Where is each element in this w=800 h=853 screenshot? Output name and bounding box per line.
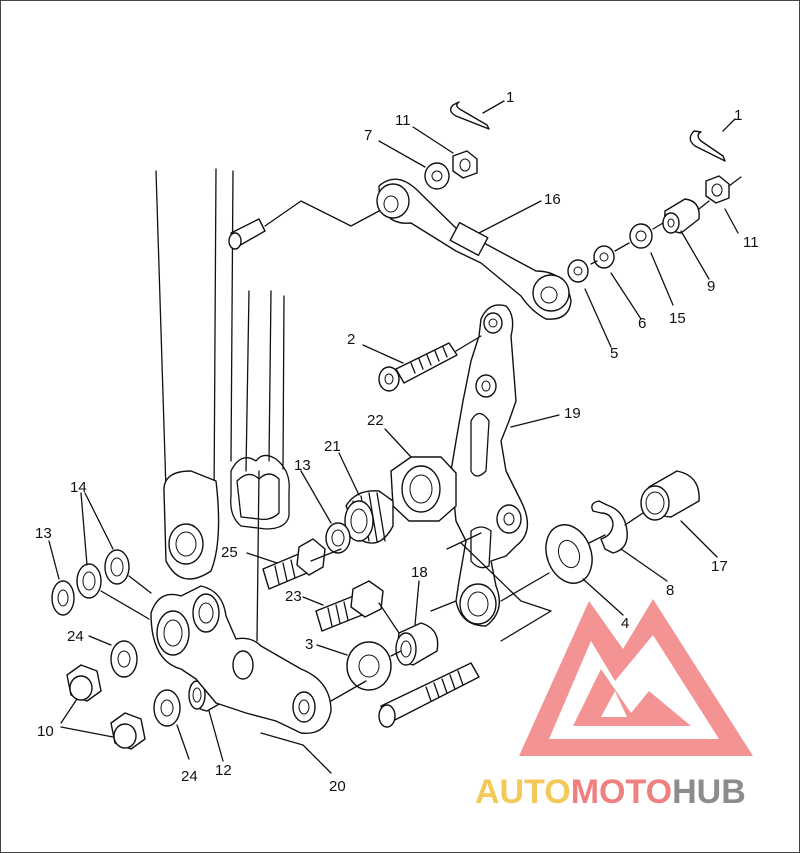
washer-13-center: [325, 522, 351, 554]
callout-21: 21: [324, 438, 341, 455]
washer-13-left: [51, 580, 75, 616]
callout-13-left: 13: [35, 525, 52, 542]
callout-8: 8: [666, 582, 674, 599]
callout-3: 3: [305, 636, 313, 653]
callout-4: 4: [621, 615, 629, 632]
castle-nut-9: [662, 198, 700, 234]
callout-labels: 1 1 7 11 16 11 9 15 6 5 2 19 22 21 13 14…: [35, 89, 759, 795]
callout-19: 19: [564, 405, 581, 422]
nut-11-right: [705, 175, 730, 204]
washer-3: [346, 641, 392, 691]
callout-6: 6: [638, 315, 646, 332]
cotter-pin-left: [449, 101, 490, 130]
jam-nut-22: [390, 456, 457, 522]
callout-11-right: 11: [743, 234, 759, 251]
spacer-18: [395, 622, 439, 666]
callout-24-lower: 24: [181, 768, 198, 785]
frame-rail: [155, 168, 290, 580]
callout-11-upper: 11: [395, 112, 411, 129]
bolt-25: [262, 538, 326, 590]
bushing-14a: [76, 563, 102, 599]
washer-6: [593, 245, 615, 269]
cotter-pin-right: [689, 130, 726, 162]
acorn-nut-10-lower: [110, 712, 146, 750]
callout-20: 20: [329, 778, 346, 795]
watermark-auto: AUTO: [475, 773, 571, 811]
long-bolt-lower: [378, 662, 480, 728]
watermark-hub: HUB: [672, 773, 746, 811]
watermark-text: AUTOMOTOHUB: [475, 773, 746, 811]
callout-25: 25: [221, 544, 238, 561]
washer-7: [424, 162, 450, 190]
callout-17: 17: [711, 558, 728, 575]
callout-7: 7: [364, 127, 372, 144]
leader-lines: [48, 100, 739, 774]
bushing-14b: [104, 549, 130, 585]
frame-stud: [228, 200, 380, 250]
tie-rod-link: [376, 178, 572, 320]
lower-bracket-20: [150, 585, 332, 735]
callout-1-right: 1: [734, 107, 742, 124]
watermark-logo-icon: [519, 599, 753, 756]
bolt-23: [315, 580, 384, 632]
washer-24-lower: [153, 689, 181, 727]
washer-24-upper: [110, 640, 138, 678]
callout-23: 23: [285, 588, 302, 605]
callout-15: 15: [669, 310, 686, 327]
callout-9: 9: [707, 278, 715, 295]
callout-5: 5: [610, 345, 618, 362]
watermark-moto: MOTO: [571, 773, 672, 811]
callout-18: 18: [411, 564, 428, 581]
threaded-bushing-21: [344, 490, 394, 544]
washer-15: [629, 223, 653, 249]
callout-1-left: 1: [506, 89, 514, 106]
callout-12: 12: [215, 762, 232, 779]
acorn-nut-10-upper: [66, 664, 102, 702]
washer-5: [567, 259, 589, 283]
nut-11-upper: [452, 150, 478, 179]
callout-10: 10: [37, 723, 54, 740]
callout-13-center: 13: [294, 457, 311, 474]
callout-2: 2: [347, 331, 355, 348]
callout-22: 22: [367, 412, 384, 429]
washer-4: [545, 524, 593, 584]
bushing-17: [640, 470, 700, 521]
callout-24-upper: 24: [67, 628, 84, 645]
callout-14: 14: [70, 479, 87, 496]
shift-lever-19: [450, 304, 529, 627]
bolt-2: [378, 342, 458, 392]
callout-16: 16: [544, 191, 561, 208]
retaining-clip-8: [591, 500, 628, 554]
